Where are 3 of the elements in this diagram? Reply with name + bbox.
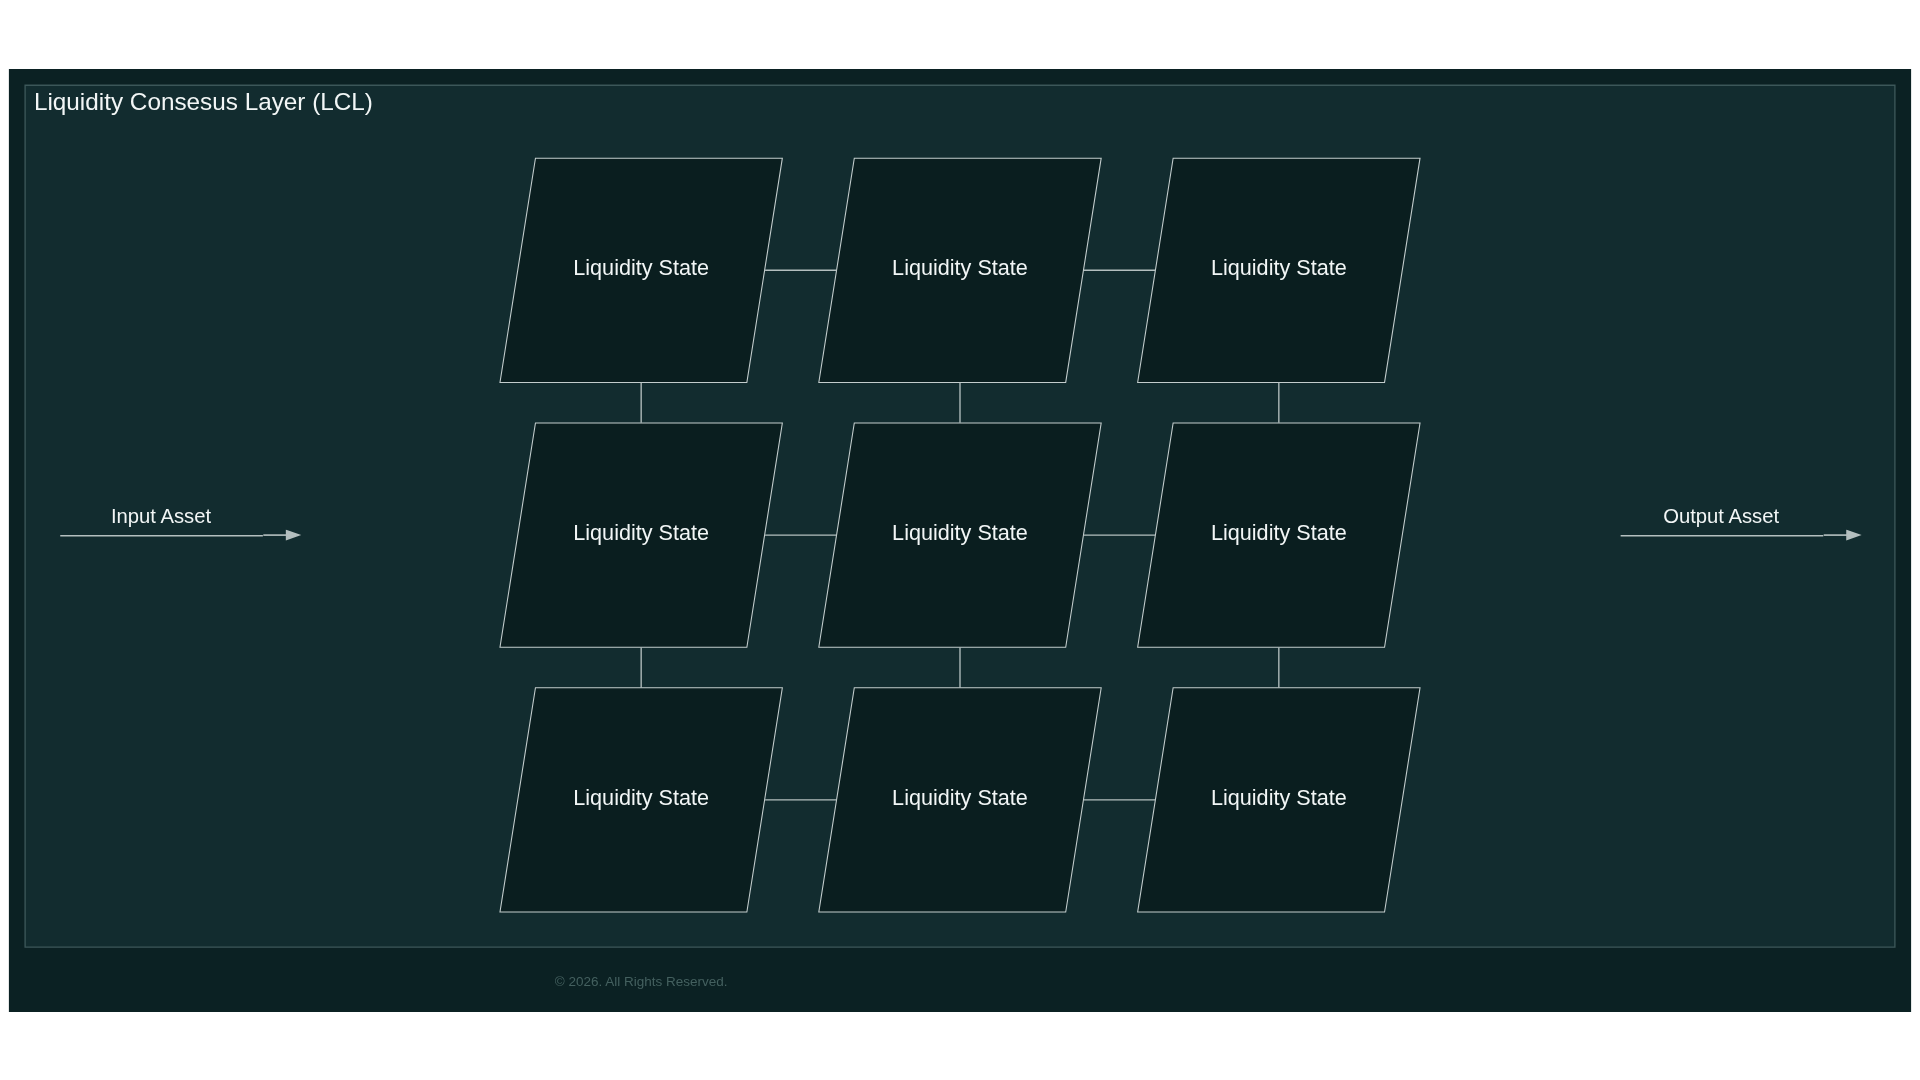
label: Input Asset xyxy=(110,504,212,527)
label: Output Asset xyxy=(1663,504,1780,527)
label: © 2026. All Rights Reserved. xyxy=(554,973,728,989)
